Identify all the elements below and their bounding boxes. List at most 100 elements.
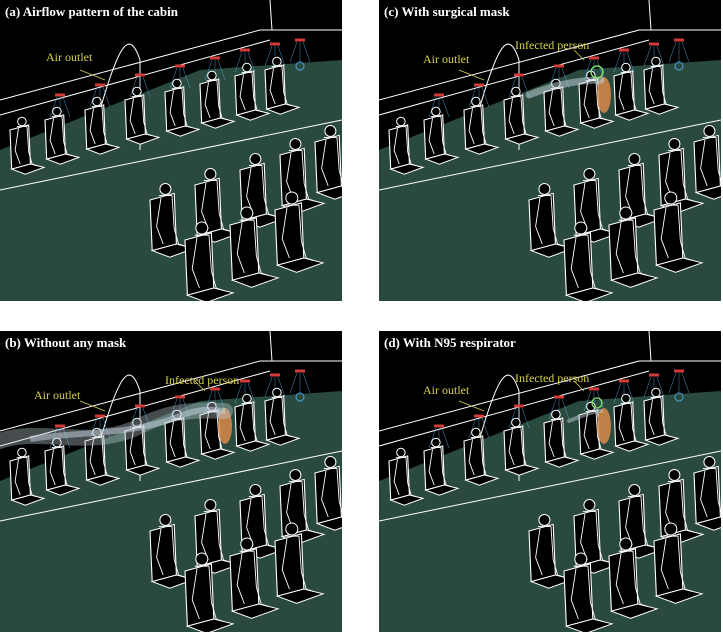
passenger-seat: [149, 513, 196, 589]
passenger-seat: [314, 124, 342, 200]
air-outlet-marker: [295, 369, 305, 373]
panel-title: (c) With surgical mask: [384, 4, 510, 19]
exhaled-plume-core: [29, 406, 226, 442]
passenger-head: [651, 56, 661, 67]
air-outlet-marker: [674, 38, 684, 42]
air-outlet-label: Air outlet: [46, 50, 93, 64]
airflow-vortex: [674, 61, 684, 71]
passenger-seat: [693, 455, 721, 531]
air-outlet-marker: [674, 369, 684, 373]
infected-person-label: Infected person: [515, 371, 590, 385]
passenger-head: [703, 124, 716, 137]
passenger-seat: [199, 70, 236, 129]
passenger-seat: [149, 182, 196, 258]
particle-cluster: [591, 397, 603, 409]
passenger-head: [664, 191, 678, 205]
passenger-seat: [388, 447, 425, 506]
passenger-head: [619, 206, 633, 220]
passenger-seat: [643, 387, 680, 446]
air-outlet-marker: [55, 93, 65, 97]
passenger-head: [538, 182, 551, 195]
passenger-head: [195, 221, 209, 235]
passenger-seat: [608, 206, 659, 288]
passenger-head: [204, 498, 217, 511]
passenger-seat: [274, 522, 325, 604]
cabin-section-curve: [478, 43, 520, 150]
airflow-streamline: [668, 372, 690, 395]
cabin-section-curve: [99, 374, 141, 481]
passenger-seat: [613, 62, 650, 121]
passenger-seat: [463, 427, 500, 486]
passenger-seat: [563, 221, 614, 301]
passenger-head: [172, 78, 182, 89]
passenger-head: [619, 537, 633, 551]
passenger-seat: [463, 96, 500, 155]
passenger-head: [324, 455, 337, 468]
passenger-head: [240, 537, 254, 551]
passenger-seat: [9, 447, 46, 506]
particle-cluster: [590, 65, 604, 79]
exhaled-plume: [525, 76, 605, 99]
infected-person-label: Infected person: [165, 373, 240, 387]
cabin-section-curve: [99, 43, 141, 150]
air-outlet-marker: [210, 387, 220, 391]
air-outlet-marker: [434, 93, 444, 97]
passenger-seat: [184, 221, 235, 301]
panel-title: (d) With N95 respirator: [384, 335, 516, 350]
passenger-head: [17, 447, 27, 458]
passenger-seat: [44, 437, 81, 496]
passenger-head: [668, 468, 681, 481]
passenger-head: [664, 522, 678, 536]
air-outlet-marker: [55, 424, 65, 428]
passenger-head: [249, 152, 262, 165]
air-outlet-leader: [79, 400, 106, 412]
passenger-head: [431, 437, 441, 448]
air-outlet-marker: [210, 56, 220, 60]
passenger-head: [242, 62, 252, 73]
air-outlet-marker: [619, 379, 629, 383]
passenger-head: [242, 393, 252, 404]
passenger-head: [159, 513, 172, 526]
passenger-seat: [264, 56, 301, 115]
passenger-seat: [423, 437, 460, 496]
passenger-seat: [613, 393, 650, 452]
passenger-head: [574, 552, 588, 566]
passenger-seat: [618, 152, 665, 228]
passenger-head: [396, 447, 406, 458]
passenger-head: [651, 387, 661, 398]
panel-title: (b) Without any mask: [5, 335, 127, 350]
air-outlet-marker: [240, 48, 250, 52]
passenger-seat: [239, 152, 286, 228]
air-outlet-marker: [474, 414, 484, 418]
air-outlet-marker: [135, 73, 145, 77]
air-outlet-marker: [95, 83, 105, 87]
air-outlet-marker: [270, 42, 280, 46]
air-outlet-label: Air outlet: [423, 52, 470, 66]
passenger-seat: [578, 401, 615, 460]
air-outlet-marker: [135, 404, 145, 408]
passenger-seat: [388, 116, 425, 175]
airflow-streamline: [289, 41, 311, 64]
passenger-head: [159, 182, 172, 195]
passenger-head: [249, 483, 262, 496]
passenger-seat: [164, 78, 201, 137]
passenger-head: [285, 191, 299, 205]
passenger-head: [207, 70, 217, 81]
passenger-head: [285, 522, 299, 536]
cabin-outline: [379, 0, 721, 191]
passenger-head: [52, 106, 62, 117]
air-outlet-marker: [175, 64, 185, 68]
air-outlet-marker: [434, 424, 444, 428]
passenger-head: [583, 498, 596, 511]
airflow-vortex: [295, 392, 305, 402]
passenger-seat: [84, 427, 121, 486]
air-outlet-marker: [649, 373, 659, 377]
passenger-head: [471, 96, 481, 107]
airflow-vortex: [674, 392, 684, 402]
passenger-seat: [234, 62, 271, 121]
passenger-head: [289, 137, 302, 150]
air-outlet-marker: [649, 42, 659, 46]
infected-leader: [573, 49, 585, 61]
cabin-scene: [379, 331, 721, 632]
passenger-seat: [314, 455, 342, 531]
